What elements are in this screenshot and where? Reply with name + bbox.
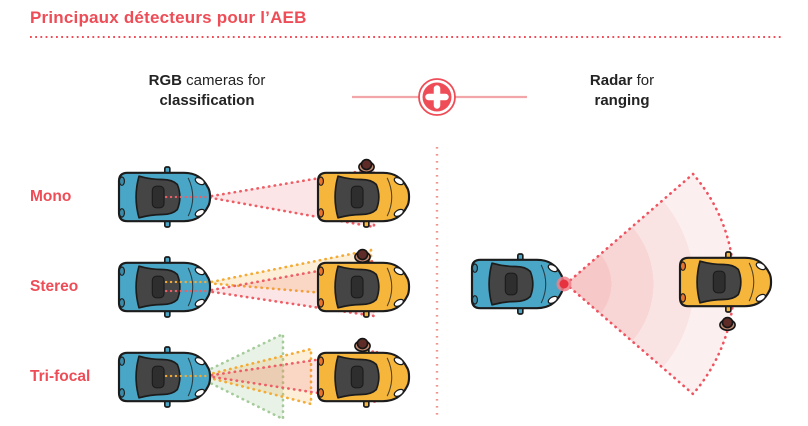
row-label-stereo: Stereo <box>30 278 79 295</box>
plus-icon <box>352 78 527 116</box>
target-car-mono <box>316 166 411 228</box>
radar-header-line1: Radar for <box>589 72 655 89</box>
target-car-radar <box>678 251 773 313</box>
page-title: Principaux détecteurs pour l’AEB <box>30 8 307 27</box>
ego-car-stereo <box>117 256 212 318</box>
camera-section-header: RGB cameras for classification <box>107 71 307 111</box>
camera-header-line2: classification <box>159 92 255 109</box>
camera-header-line1: RGB cameras for <box>148 72 266 89</box>
row-label-mono: Mono <box>30 188 72 205</box>
radar-header-line2: ranging <box>594 92 650 109</box>
row-label-trifocal: Tri-focal <box>30 368 91 385</box>
target-car-trifocal <box>316 346 411 408</box>
radar-emitter-icon <box>556 276 572 292</box>
ego-car-radar <box>470 253 565 315</box>
radar-section-header: Radar for ranging <box>522 71 722 111</box>
pedestrian-icon <box>354 337 371 353</box>
target-car-stereo <box>316 256 411 318</box>
pedestrian-icon <box>358 158 375 174</box>
ego-car-trifocal <box>117 346 212 408</box>
